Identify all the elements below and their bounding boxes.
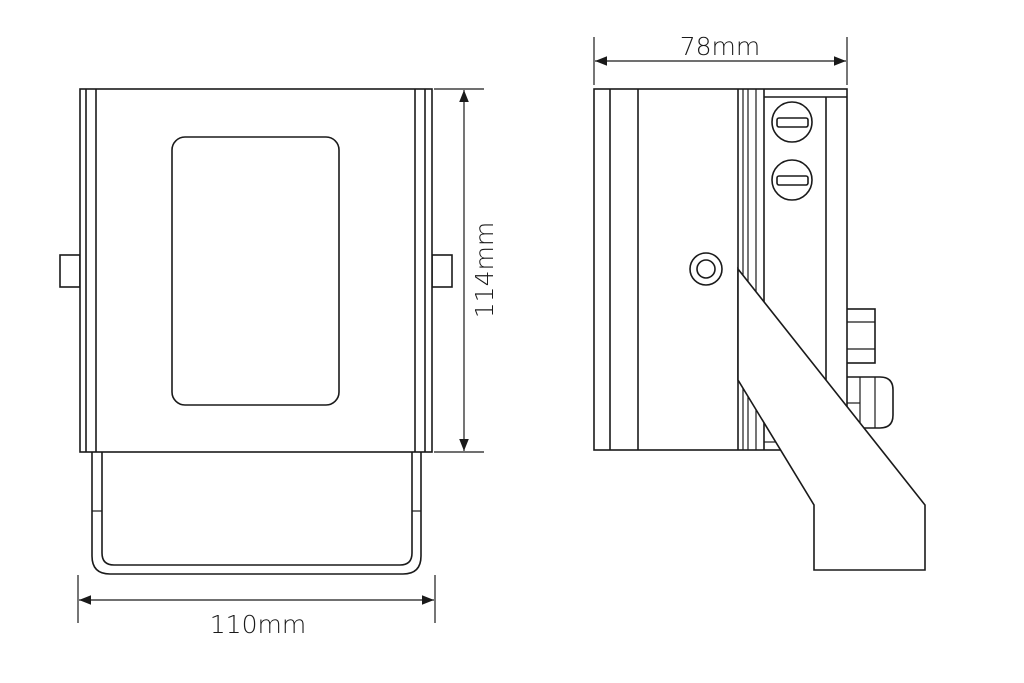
width-dimension: 110mm bbox=[77, 575, 436, 639]
depth-dimension: 78mm bbox=[593, 32, 848, 85]
screw-top bbox=[771, 101, 813, 143]
screw-bottom bbox=[771, 159, 813, 201]
cable-gland bbox=[845, 376, 894, 429]
mounting-bracket-front bbox=[91, 452, 422, 575]
depth-label: 78mm bbox=[680, 32, 761, 61]
height-dimension: 114mm bbox=[434, 88, 499, 453]
width-label: 110mm bbox=[210, 610, 306, 639]
right-tab bbox=[431, 254, 453, 288]
height-label: 114mm bbox=[470, 222, 499, 318]
lens-window bbox=[171, 136, 340, 406]
side-view bbox=[593, 88, 926, 571]
pivot-bolt bbox=[689, 252, 723, 286]
housing-front bbox=[79, 88, 433, 453]
mounting-bracket-side bbox=[737, 266, 926, 571]
rear-connector bbox=[845, 308, 876, 364]
left-tab bbox=[59, 254, 81, 288]
front-view bbox=[59, 88, 453, 575]
